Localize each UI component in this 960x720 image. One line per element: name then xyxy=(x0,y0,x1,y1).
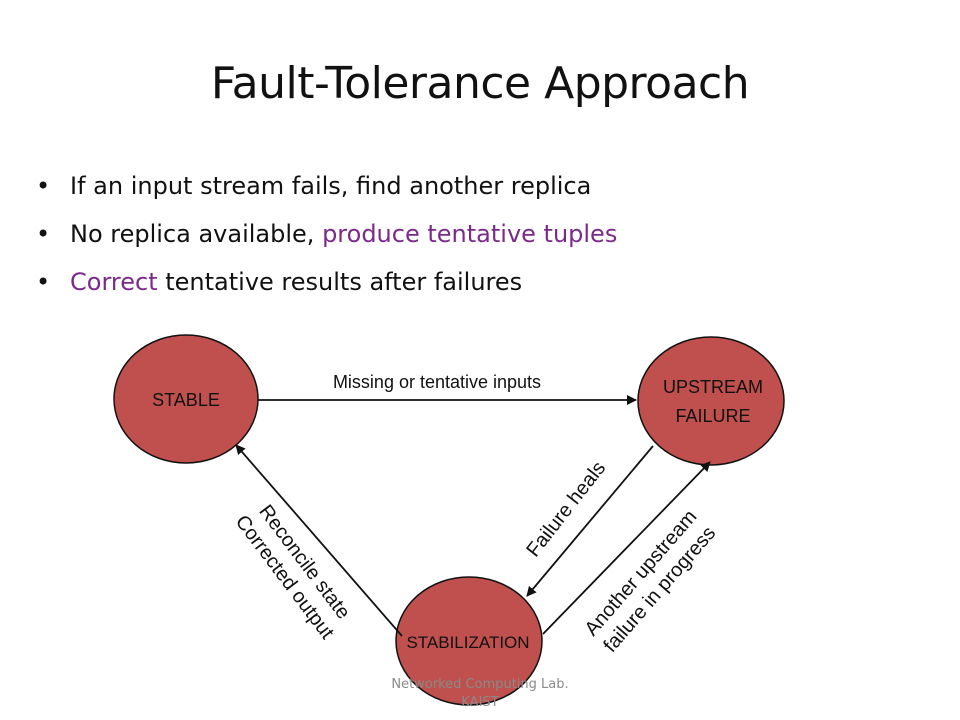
edge-label-failure-heals: Failure heals xyxy=(522,457,610,561)
footer-line1: Networked Computing Lab. xyxy=(391,677,569,692)
bullet-text: tentative results after failures xyxy=(157,268,523,296)
edge-label-another-upstream: Another upstream failure in progress xyxy=(580,506,720,657)
arrow-upstream-to-stabilization xyxy=(526,445,654,597)
bullet-item: No replica available, produce tentative … xyxy=(36,216,617,264)
node-label-stabilization: STABILIZATION xyxy=(406,633,529,652)
slide-title: Fault-Tolerance Approach xyxy=(210,58,750,109)
footer: Networked Computing Lab. KAIST xyxy=(0,676,960,712)
bullet-highlight: produce tentative tuples xyxy=(322,220,618,248)
bullet-highlight: Correct xyxy=(70,268,158,296)
node-label-upstream-1: UPSTREAM xyxy=(663,377,763,397)
arrow-stabilization-to-stable xyxy=(235,444,403,637)
bullet-text: If an input stream fails, find another r… xyxy=(70,172,592,200)
bullet-item: Correct tentative results after failures xyxy=(36,264,617,312)
arrow-stabilization-to-upstream xyxy=(542,461,711,635)
edge-label-reconcile: Reconcile state Corrected output xyxy=(231,501,355,644)
bullet-list: If an input stream fails, find another r… xyxy=(36,168,617,312)
node-label-stable: STABLE xyxy=(152,390,220,410)
node-upstream-failure xyxy=(637,336,785,466)
node-stable xyxy=(113,334,259,464)
bullet-item: If an input stream fails, find another r… xyxy=(36,168,617,216)
node-label-upstream-2: FAILURE xyxy=(675,406,750,426)
edge-label-missing-inputs: Missing or tentative inputs xyxy=(333,372,541,392)
footer-line2: KAIST xyxy=(461,695,499,710)
node-stabilization xyxy=(395,576,543,706)
bullet-text: No replica available, xyxy=(70,220,323,248)
